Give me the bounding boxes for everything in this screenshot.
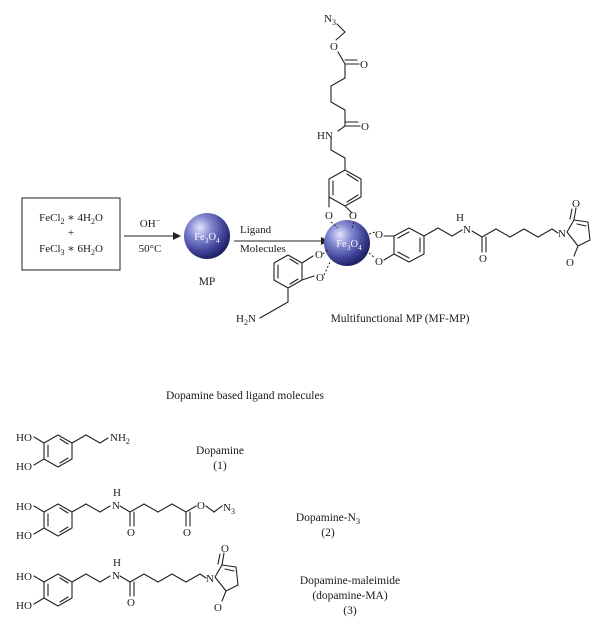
left-amine: H2N — [236, 313, 256, 327]
dopamine-ma-amide-h: H — [113, 557, 121, 569]
dopamine-n3-ester-o: O — [197, 500, 205, 512]
dopamine-ho-top: HO — [16, 432, 32, 444]
dopamine-n3-name: Dopamine-N3 — [296, 512, 360, 526]
ligand-dopamine: HO HO NH2 Dopamine (1) — [16, 432, 244, 473]
magnetic-particle: Fe3O4 MP — [184, 213, 230, 288]
ligand-dopamine-n3: HO HO N H O O O N3 Dopamine-N3 (2) — [16, 487, 360, 542]
ligand-step-top: Ligand — [240, 224, 272, 236]
dopamine-n3-ester-carbonyl-o: O — [183, 527, 191, 539]
dopamine-number: (1) — [213, 460, 227, 472]
right-maleimide-o-top: O — [572, 198, 580, 210]
ligand-step-bottom: Molecules — [240, 243, 286, 255]
mf-mp-sphere — [324, 220, 370, 266]
dopamine-n3-ho-top: HO — [16, 501, 32, 513]
dopamine-n3-azide: N3 — [223, 502, 235, 516]
top-ligand-azide: O O HN O O O N3 — [317, 13, 369, 229]
condition-base: OH− — [140, 216, 161, 230]
right-o-bottom: O — [375, 256, 383, 268]
right-amide-n: N — [463, 224, 471, 236]
dopamine-ma-name: Dopamine-maleimide — [300, 575, 400, 587]
section-title: Dopamine based ligand molecules — [166, 390, 325, 402]
dopamine-ma-amide-n: N — [112, 570, 120, 582]
dopamine-ma-ho-top: HO — [16, 571, 32, 583]
dopamine-n3-amide-o: O — [127, 527, 135, 539]
top-ester-o: O — [330, 41, 338, 53]
top-ester-carbonyl-o: O — [360, 59, 368, 71]
arrow-ligand-exchange: Ligand Molecules — [234, 224, 329, 255]
arrow-precipitation: OH− 50°C — [124, 216, 181, 255]
right-maleimide-o-bottom: O — [566, 257, 574, 269]
dopamine-nh2: NH2 — [110, 432, 130, 446]
mf-mp-label: Multifunctional MP (MF-MP) — [331, 313, 470, 325]
reactant-ferrous-chloride: FeCl2 ∗ 4H2O — [39, 212, 103, 226]
mf-mp-core-label: Fe3O4 — [336, 239, 362, 252]
plus-sign: + — [68, 227, 74, 239]
dopamine-n3-amide-h: H — [113, 487, 121, 499]
top-o-left: O — [325, 210, 333, 222]
right-o-top: O — [375, 229, 383, 241]
dopamine-ma-maleimide-o-bottom: O — [214, 602, 222, 614]
dopamine-n3-ho-bottom: HO — [16, 530, 32, 542]
left-o-bottom: O — [316, 272, 324, 284]
dopamine-n3-number: (2) — [321, 527, 335, 539]
top-amide-o: O — [361, 121, 369, 133]
top-amide-hn: HN — [317, 130, 333, 142]
dopamine-ho-bottom: HO — [16, 461, 32, 473]
bottom-left-ligand-amine: O O H2N — [236, 248, 331, 327]
right-maleimide-n: N — [558, 228, 566, 240]
reactant-ferric-chloride: FeCl3 ∗ 6H2O — [39, 243, 103, 257]
mf-mp-structure: Fe3O4 O O HN O — [236, 13, 591, 327]
dopamine-ma-amide-o: O — [127, 597, 135, 609]
ligand-dopamine-maleimide: HO HO N H O N O O Dopamine-maleimide (do… — [16, 543, 400, 617]
dopamine-n3-amide-n: N — [112, 500, 120, 512]
dopamine-name: Dopamine — [196, 445, 244, 457]
right-ligand-maleimide: O O N H O N — [368, 198, 591, 269]
dopamine-ma-maleimide-o-top: O — [221, 543, 229, 555]
mp-core-label: Fe3O4 — [194, 232, 220, 245]
condition-temperature: 50°C — [139, 243, 162, 255]
left-o-top: O — [315, 249, 323, 261]
right-amide-h: H — [456, 212, 464, 224]
dopamine-ma-number: (3) — [343, 605, 357, 617]
reactant-box: FeCl2 ∗ 4H2O + FeCl3 ∗ 6H2O — [21, 197, 121, 271]
mp-label: MP — [199, 276, 216, 288]
top-o-right: O — [349, 210, 357, 222]
right-amide-o: O — [479, 253, 487, 265]
dopamine-ma-maleimide-n: N — [206, 573, 214, 585]
dopamine-ma-ho-bottom: HO — [16, 600, 32, 612]
dopamine-ma-abbrev: (dopamine-MA) — [312, 590, 388, 602]
top-azide: N3 — [324, 13, 336, 27]
